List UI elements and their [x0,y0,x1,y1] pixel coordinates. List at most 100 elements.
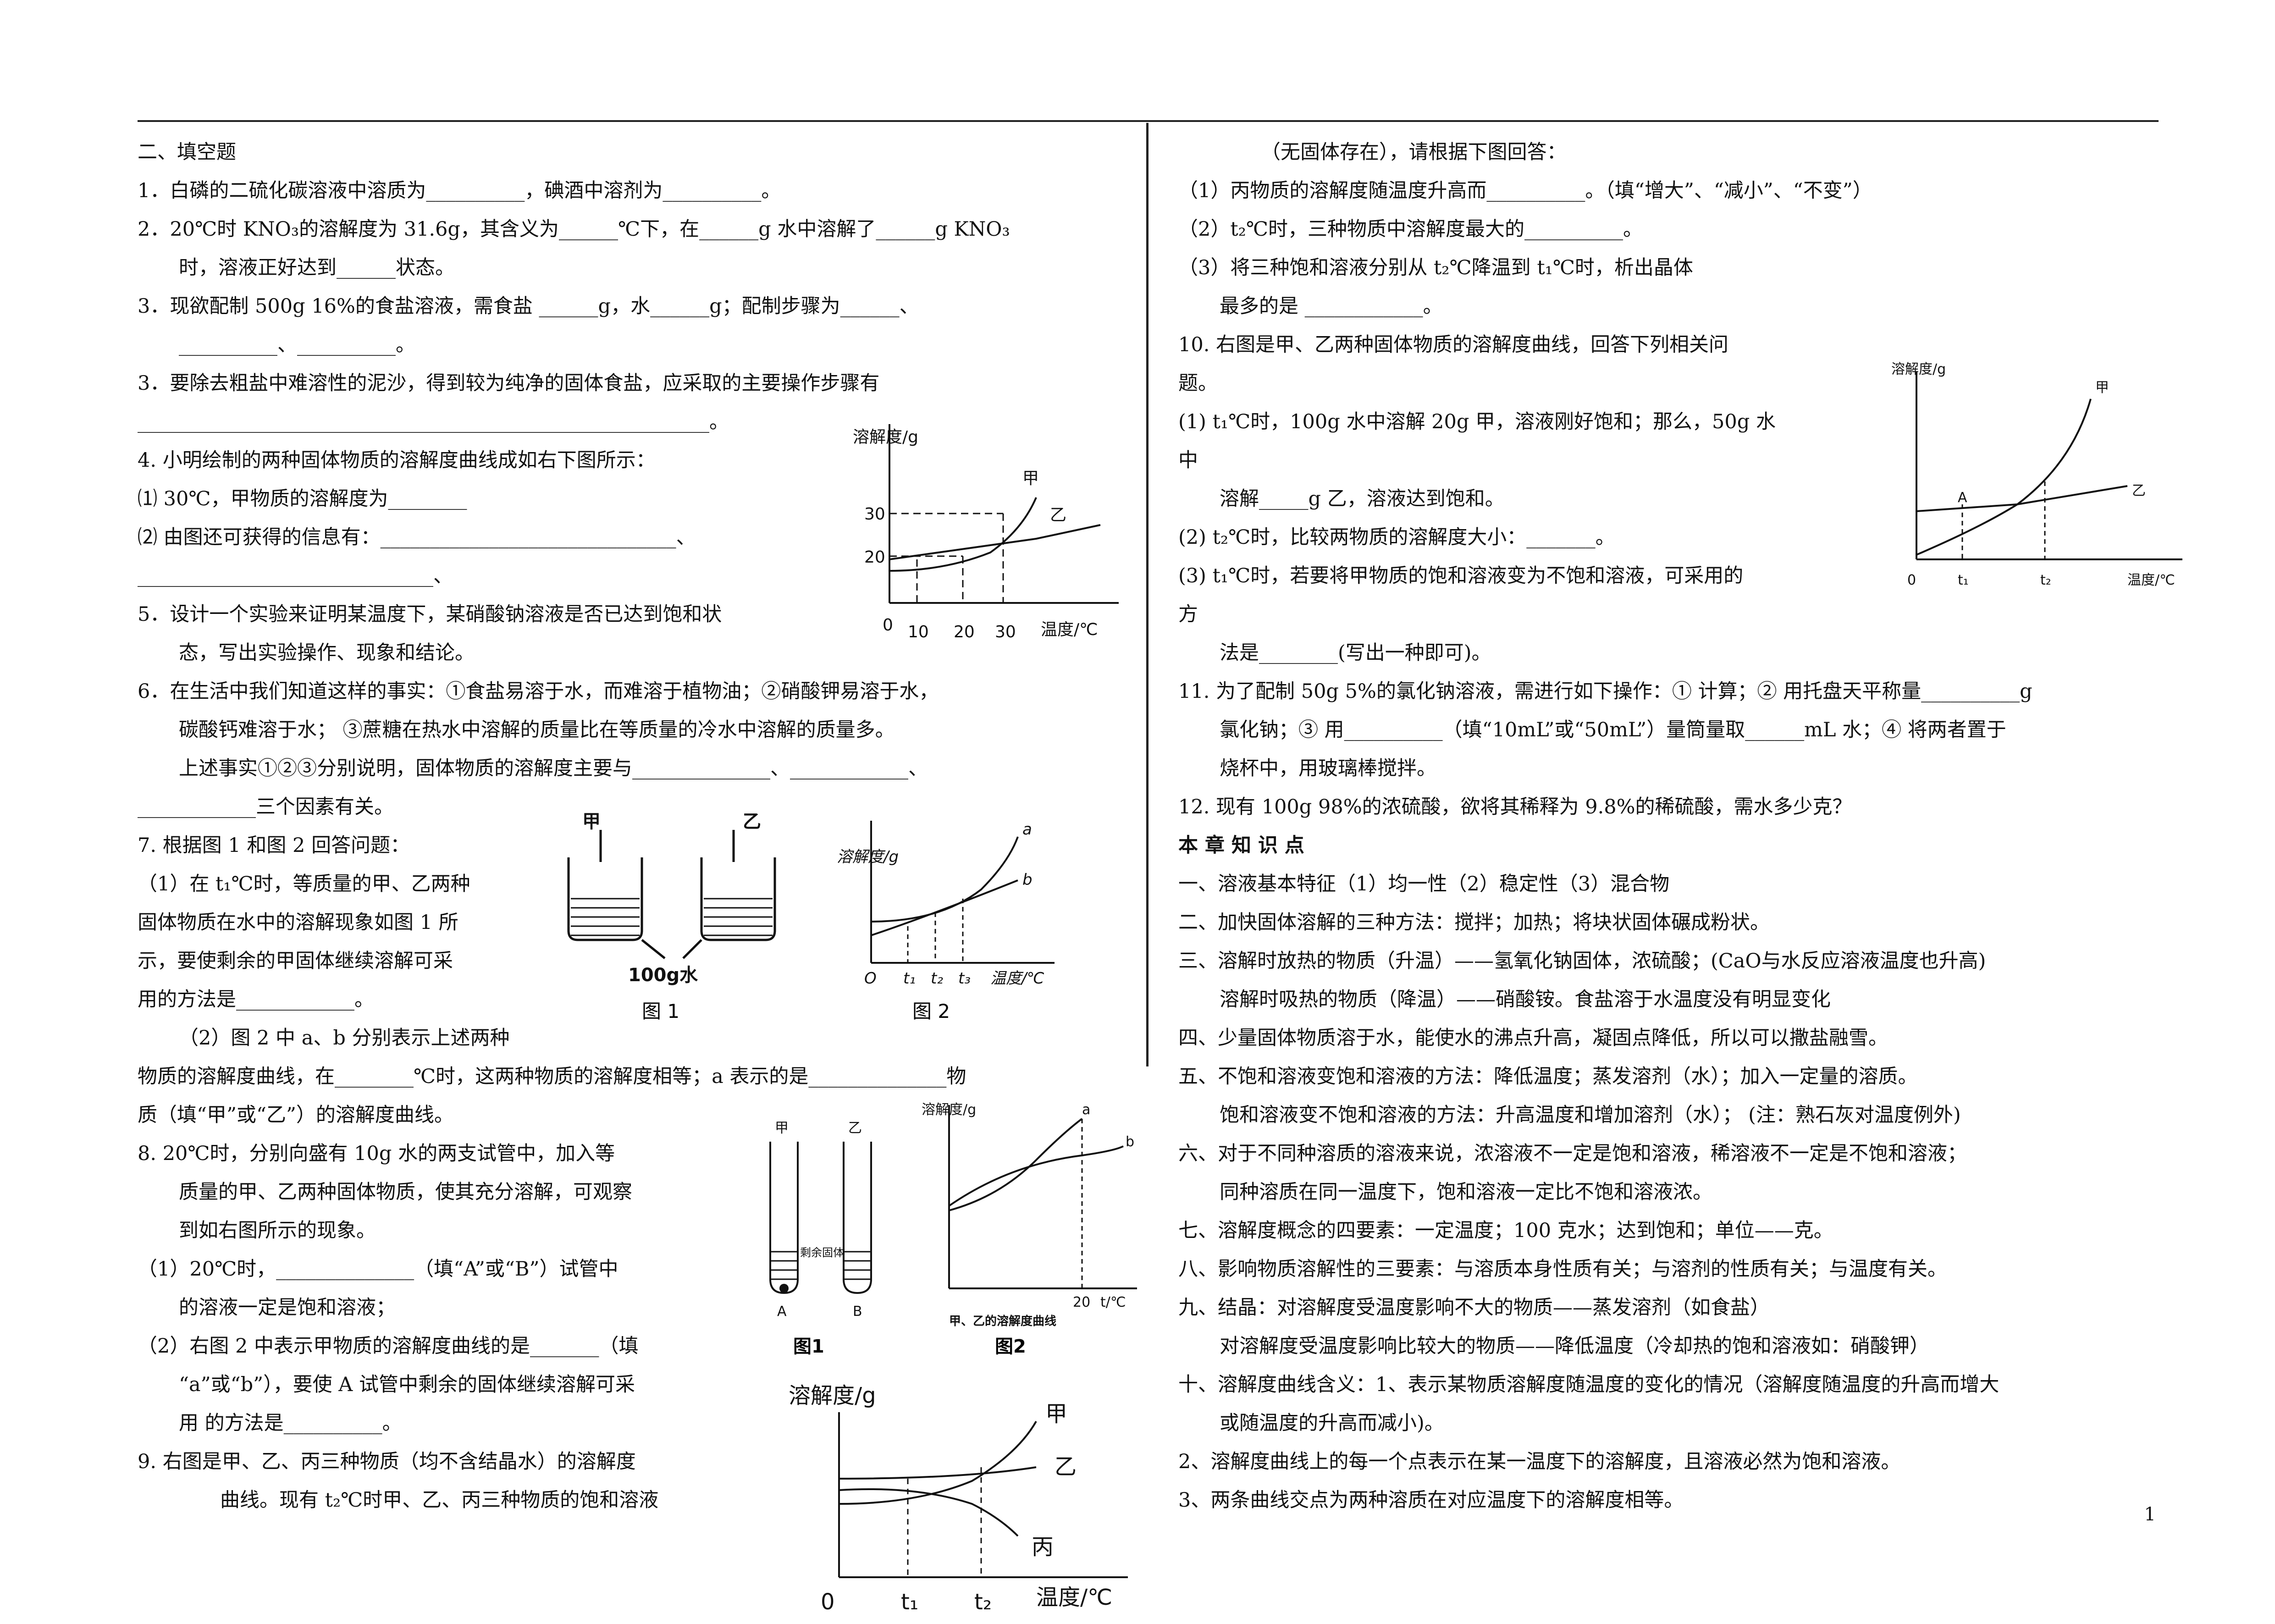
text-line: 四、少量固体物质溶于水，能使水的沸点升高，凝固点降低，所以可以撒盐融雪。 [1178,1027,1888,1050]
q7-beaker-label-yi: 乙 [743,811,761,832]
text-line: 示，要使剩余的甲固体继续溶解可采 [138,950,453,972]
q7-water-label: 100g水 [628,965,698,986]
text-line: (1) t₁℃时，100g 水中溶解 20g 甲，溶液刚好饱和；那么，50g 水 [1178,410,1776,433]
text-line: 到如右图所示的现象。 [179,1219,376,1242]
text-line: 5．设计一个实验来证明某温度下，某硝酸钠溶液是否已达到饱和状 [138,603,722,626]
text-line: 时，溶液正好达到______状态。 [179,256,455,279]
text-line: 9. 右图是甲、乙、丙三种物质（均不含结晶水）的溶解度 [138,1450,636,1473]
text-line: 溶解_____g 乙，溶液达到饱和。 [1220,487,1505,510]
text-line: 12. 现有 100g 98%的浓硫酸，欲将其稀释为 9.8%的稀硫酸，需水多少… [1178,795,1852,818]
q8-fig2-series-b: b [1126,1134,1134,1150]
text-line: 或随温度的升高而减小)。 [1220,1412,1444,1435]
text-line: __________、__________。 [179,333,415,356]
text-line: 4. 小明绘制的两种固体物质的溶解度曲线成如右下图所示： [138,449,656,472]
q9-xtick-t2: t₂ [974,1589,992,1615]
text-line: 态，写出实验操作、现象和结论。 [179,641,475,664]
text-line: ________________________________________… [138,410,729,433]
q10-ylabel: 溶解度/g [1891,361,1946,377]
text-line: （1）20℃时，______________（填“A”或“B”）试管中 [138,1258,618,1281]
q8-figure2-chart: 溶解度/g 20 t/℃ a b 甲、乙的溶解度曲线 图2 [922,1102,1137,1357]
q10-series-jia: 甲 [2095,380,2109,396]
q8-fig2-title: 甲、乙的溶解度曲线 [949,1314,1056,1328]
q10-series-yi: 乙 [2132,483,2146,499]
q4-solubility-chart: 溶解度/g 30 20 0 10 20 30 温度/℃ 甲 乙 [853,424,1119,641]
q9-series-jia: 甲 [1045,1401,1067,1427]
q7-fig2-xtick-t3: t₃ [958,969,971,988]
left-column: 二、填空题 1．白磷的二硫化碳溶液中溶质为__________，碘酒中溶剂为___… [138,133,1119,1519]
text-line: 溶解时吸热的物质（降温）——硝酸铵。食盐溶于水温度没有明显变化 [1220,988,1831,1011]
q7-fig2-series-b: b [1022,871,1033,889]
text-line: 3、两条曲线交点为两种溶质在对应温度下的溶解度相等。 [1178,1489,1684,1512]
text-line: ⑴ 30℃，甲物质的溶解度为________ [138,487,467,510]
text-line: （2）右图 2 中表示甲物质的溶解度曲线的是_______（填 [138,1335,639,1358]
q4-xtick-10: 10 [908,623,929,641]
text-line: 6．在生活中我们知道这样的事实：①食盐易溶于水，而难溶于植物油；②硝酸钾易溶于水… [138,680,939,703]
right-column: （无固体存在），请根据下图回答：（1）丙物质的溶解度随温度升高而________… [1178,133,2178,1519]
q4-ylabel: 溶解度/g [853,428,918,447]
q7-fig2-xlabel: 温度/℃ [990,969,1044,988]
text-line: 固体物质在水中的溶解现象如图 1 所 [138,911,458,934]
q7-beaker-label-jia: 甲 [582,811,601,832]
text-line: 三、溶解时放热的物质（升温）——氢氧化钠固体，浓硫酸；(CaO与水反应溶液温度也… [1178,950,1986,972]
text-line: 九、结晶：对溶解度受温度影响不大的物质——蒸发溶剂（如食盐） [1178,1296,1770,1319]
text-line: 1．白磷的二硫化碳溶液中溶质为__________，碘酒中溶剂为________… [138,179,781,202]
text-line: 八、影响物质溶解性的三要素：与溶质本身性质有关；与溶剂的性质有关；与温度有关。 [1178,1258,1947,1281]
text-line: 10. 右图是甲、乙两种固体物质的溶解度曲线，回答下列相关问 [1178,333,1729,356]
top-rule [138,120,2159,122]
text-line: 3．现欲配制 500g 16%的食盐溶液，需食盐 ______g，水______… [138,295,919,318]
text-line: 二、填空题 [138,141,236,164]
q7-figure1-caption: 图 1 [642,1000,679,1022]
q9-xtick-t1: t₁ [901,1589,918,1615]
q9-series-bing: 丙 [1032,1534,1054,1560]
q8-figure1-tubes: 甲 乙 A B 剩余固体 图1 [769,1120,872,1357]
text-line: 曲线。现有 t₂℃时甲、乙、丙三种物质的饱和溶液 [220,1489,659,1512]
q8-tube-B: B [853,1304,862,1320]
q8-fig2-series-a: a [1082,1102,1090,1118]
text-line: 法是________(写出一种即可)。 [1220,641,1491,664]
q4-origin: 0 [883,616,893,635]
text-line: 2．20℃时 KNO₃的溶解度为 31.6g，其含义为______℃下，在___… [138,218,1010,241]
q9-solubility-chart: 溶解度/g 0 t₁ t₂ 温度/℃ 甲 乙 丙 [789,1383,1128,1615]
text-line: 本 章 知 识 点 [1178,834,1304,857]
q10-solubility-chart: 溶解度/g 0 t₁ t₂ 温度/℃ A 甲 乙 [1891,361,2182,588]
q8-fig2-ylabel: 溶解度/g [922,1102,976,1118]
text-line: 烧杯中，用玻璃棒搅拌。 [1220,757,1436,780]
text-line: 用的方法是____________。 [138,988,374,1011]
text-line: 质（填“甲”或“乙”）的溶解度曲线。 [138,1104,454,1127]
q8-figure1-caption: 图1 [793,1336,824,1357]
q7-fig2-origin: O [864,969,877,988]
page-number: 1 [2144,1504,2156,1525]
text-line: 题。 [1178,372,1218,395]
text-line: ____________三个因素有关。 [138,795,394,818]
q4-ytick-30: 30 [864,505,885,524]
q7-figure2-caption: 图 2 [912,1000,950,1022]
q8-tube-A: A [777,1304,787,1320]
q7-fig2-xtick-t2: t₂ [931,969,943,988]
text-line: 二、加快固体溶解的三种方法：搅拌；加热；将块状固体碾成粉状。 [1178,911,1770,934]
text-line: 氯化钠；③ 用__________（填“10mL”或“50mL”）量筒量取___… [1220,718,2006,741]
text-line: 五、不饱和溶液变饱和溶液的方法：降低温度；蒸发溶剂（水）；加入一定量的溶质。 [1178,1065,1918,1088]
q10-point-A: A [1958,490,1967,506]
q7-figure1-beakers: 甲 乙 100g水 图 1 [567,811,776,1022]
q4-xlabel: 温度/℃ [1041,620,1098,639]
text-line: 一、溶液基本特征（1）均一性（2）稳定性（3）混合物 [1178,873,1670,895]
text-line: 用 的方法是__________。 [179,1412,402,1435]
q4-series-jia: 甲 [1022,469,1039,488]
q10-origin: 0 [1907,572,1916,588]
q8-residue-note: 剩余固体 [800,1246,844,1259]
q4-series-yi: 乙 [1050,506,1066,525]
text-line: 物质的溶解度曲线，在________℃时，这两种物质的溶解度相等；a 表示的是_… [138,1065,966,1088]
text-line: 2、溶解度曲线上的每一个点表示在某一温度下的溶解度，且溶液必然为饱和溶液。 [1178,1450,1901,1473]
q8-figure2-caption: 图2 [995,1336,1026,1357]
text-line: （1）丙物质的溶解度随温度升高而__________。（填“增大”、“减小”、“… [1178,179,1872,202]
text-line: 3．要除去粗盐中难溶性的泥沙，得到较为纯净的固体食盐，应采取的主要操作步骤有 [138,372,880,395]
q4-xtick-30: 30 [995,623,1016,641]
text-line: 十、溶解度曲线含义：1、表示某物质溶解度随温度的变化的情况（溶解度随温度的升高而… [1178,1373,1999,1396]
text-line: （1）在 t₁℃时，等质量的甲、乙两种 [138,873,470,895]
text-line: （3）将三种饱和溶液分别从 t₂℃降温到 t₁℃时，析出晶体 [1178,256,1693,279]
text-line: (2) t₂℃时，比较两物质的溶解度大小：_______。 [1178,526,1615,549]
q7-fig2-series-a: a [1022,820,1032,839]
text-line: 11. 为了配制 50g 5%的氯化钠溶液，需进行如下操作：① 计算；② 用托盘… [1178,680,2032,703]
text-line: 7. 根据图 1 和图 2 回答问题： [138,834,410,857]
text-line: 上述事实①②③分别说明，固体物质的溶解度主要与______________、__… [179,757,928,780]
